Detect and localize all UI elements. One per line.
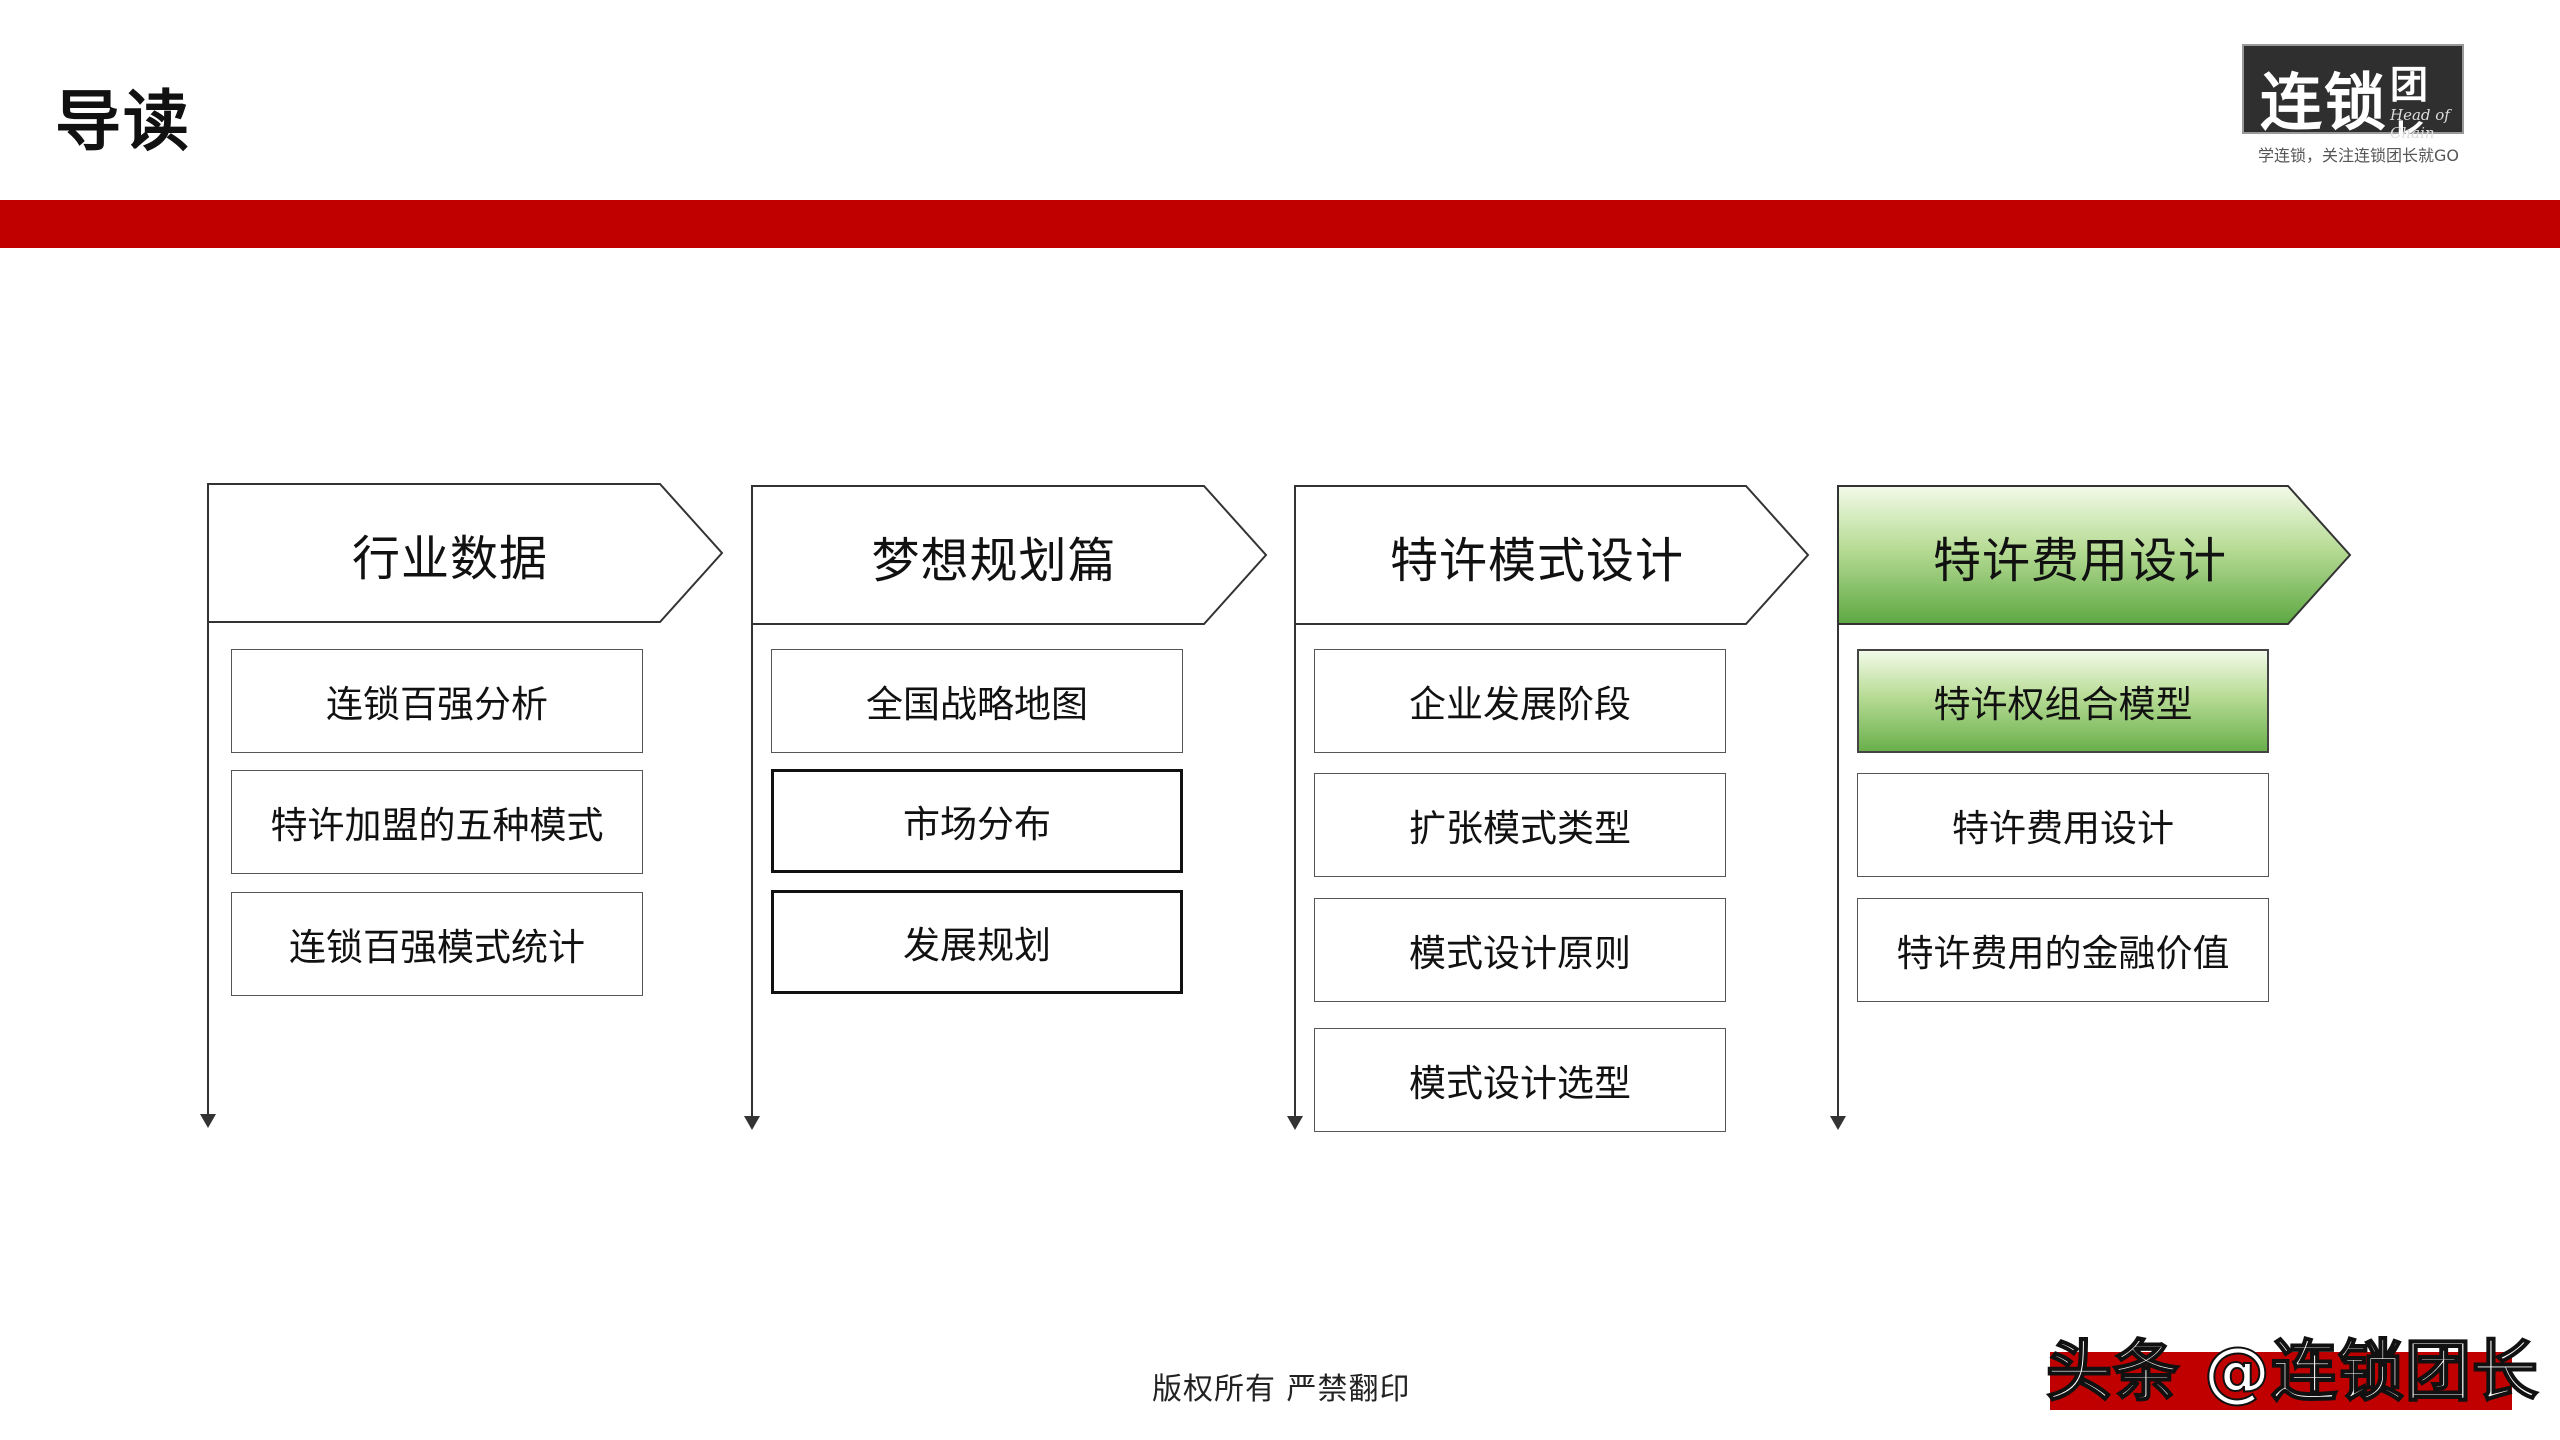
column-header-franchise-fee: 特许费用设计 (1932, 533, 2227, 589)
copyright-notice: 版权所有 严禁翻印 (1152, 1372, 1411, 1407)
column-arrow-3 (1287, 1116, 1303, 1130)
column-arrow-4 (1830, 1116, 1846, 1130)
logo-sub-text: 团长 (2390, 63, 2429, 162)
topic-box: 特许费用设计 (1857, 773, 2269, 877)
page-title: 导读 (55, 83, 191, 160)
header-red-band (0, 200, 2560, 248)
watermark-text: 头条 @连锁团长 (2045, 1332, 2539, 1411)
topic-box: 市场分布 (771, 769, 1183, 873)
topic-box: 全国战略地图 (771, 649, 1183, 753)
column-header-industry-data: 行业数据 (351, 531, 548, 587)
topic-box: 模式设计选型 (1314, 1028, 1726, 1132)
topic-box: 连锁百强分析 (231, 649, 643, 753)
topic-box-highlighted: 特许权组合模型 (1857, 649, 2269, 753)
topic-box: 特许费用的金融价值 (1857, 898, 2269, 1002)
logo-english-text: Head of Chain (2390, 106, 2450, 142)
topic-box: 模式设计原则 (1314, 898, 1726, 1002)
logo-slogan: 学连锁，关注连锁团长就GO (2258, 146, 2459, 165)
column-header-franchise-model: 特许模式设计 (1389, 533, 1684, 589)
watermark-red-bar (2050, 1352, 2512, 1410)
column-arrow-1 (200, 1114, 216, 1128)
logo-main-text: 连锁 (2260, 66, 2389, 139)
column-arrow-2 (744, 1116, 760, 1130)
topic-box: 企业发展阶段 (1314, 649, 1726, 753)
topic-box: 连锁百强模式统计 (231, 892, 643, 996)
topic-box: 特许加盟的五种模式 (231, 770, 643, 874)
brand-logo: 连锁 团长 Head of Chain (2242, 44, 2464, 162)
topic-box: 发展规划 (771, 890, 1183, 994)
column-header-dream-planning: 梦想规划篇 (871, 533, 1117, 589)
topic-box: 扩张模式类型 (1314, 773, 1726, 877)
